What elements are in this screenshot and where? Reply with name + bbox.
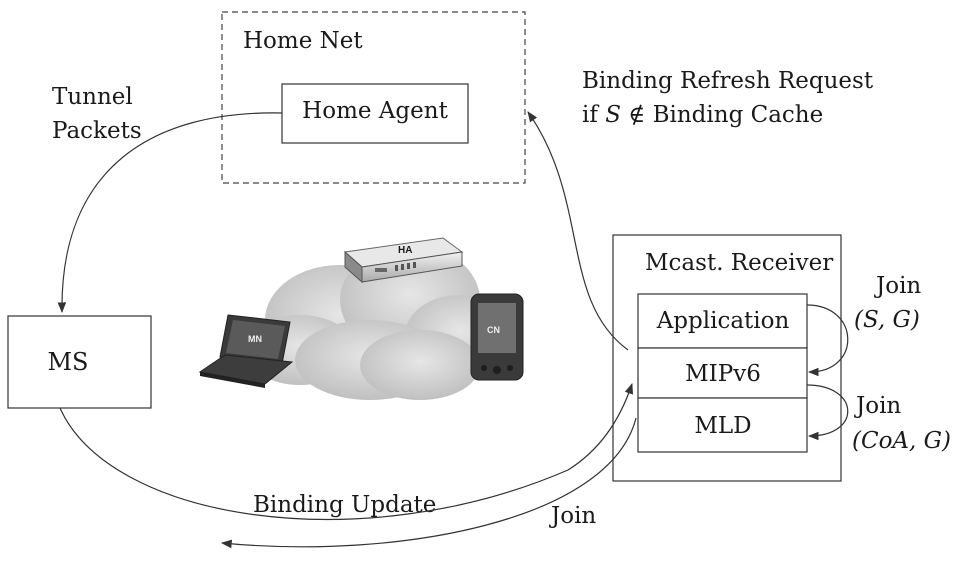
binding-update-label: Binding Update [253,492,436,518]
mipv6-box [637,347,808,399]
binding-update-arrow [59,382,634,520]
ha-device-label: HA [398,245,412,256]
mipv6-label: MIPv6 [685,361,761,387]
brr-var: S [605,102,621,128]
home-net-label: Home Net [243,28,363,54]
join-bottom-label: Join [549,503,596,529]
join-coa-arrow [806,384,849,441]
ms-box [7,315,152,409]
join-sg-label-line2: (S, G) [854,307,920,333]
join-sg-arrow [806,304,849,377]
tunnel-label-line2: Packets [52,118,142,144]
home-agent-box [281,83,469,144]
home-net-box [221,11,526,184]
join-bottom-arrow [220,417,637,549]
brr-suffix: Binding Cache [645,102,823,128]
join-coa-label-line1: Join [854,393,901,419]
brr-symbol: ∉ [628,102,645,128]
binding-refresh-arrow [527,111,629,351]
brr-prefix: if [582,102,605,128]
mn-device-label: MN [248,334,262,344]
application-box [637,293,808,349]
mld-label: MLD [694,413,751,439]
brr-label-line1: Binding Refresh Request [582,68,874,94]
tunnel-packets-arrow [57,112,283,314]
join-sg-label-line1: Join [874,273,921,299]
application-label: Application [656,308,790,334]
mcast-receiver-label: Mcast. Receiver [645,250,833,276]
join-coa-label-line2: (CoA, G) [852,428,951,454]
mn-laptop-icon: MN [198,314,294,388]
brr-space [621,102,628,128]
brr-label-line2: if S ∉ Binding Cache [582,102,823,128]
ha-router-icon: HA [343,237,464,284]
ms-label: MS [47,348,88,376]
tunnel-label-line1: Tunnel [52,84,133,110]
home-agent-label: Home Agent [302,98,448,124]
cn-pda-icon: CN [470,293,524,381]
mld-box [637,397,808,453]
cn-device-label: CN [487,325,500,335]
